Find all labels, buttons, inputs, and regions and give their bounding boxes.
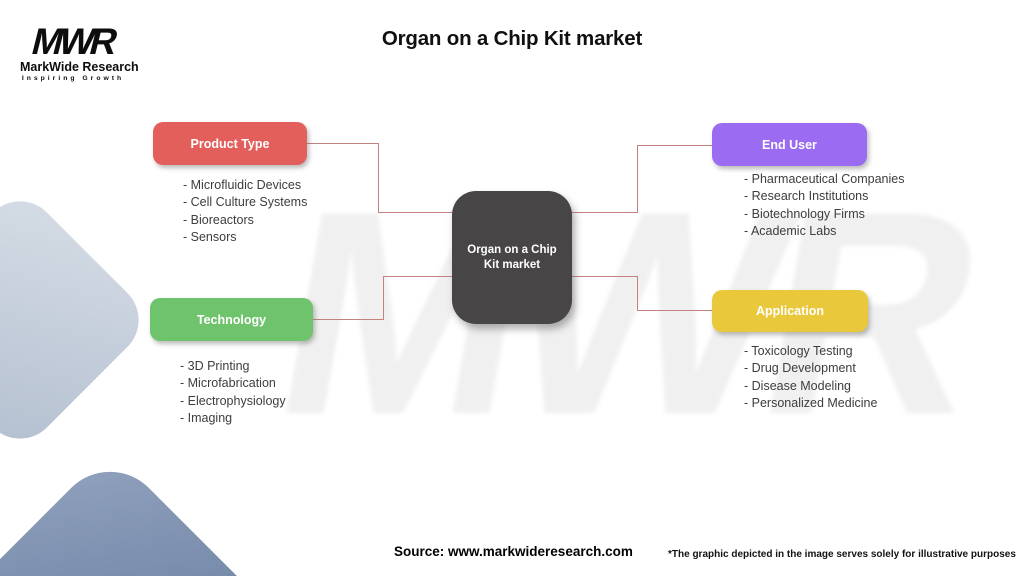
connector-end-user	[572, 212, 637, 213]
list-item: - Imaging	[180, 411, 233, 426]
list-item: - Drug Development	[744, 361, 856, 376]
category-box-end-user: End User	[712, 123, 867, 166]
connector-technology	[383, 276, 452, 277]
logo-name: MarkWide Research	[20, 60, 139, 74]
list-item: - Toxicology Testing	[744, 344, 853, 358]
list-item: - Electrophysiology	[180, 393, 286, 408]
connector-end-user	[637, 145, 712, 146]
list-item: - Pharmaceutical Companies	[744, 172, 905, 186]
item-list-application: - Toxicology Testing - Drug Development - …	[744, 343, 877, 413]
list-item: - Disease Modeling	[744, 378, 851, 393]
list-item: - Microfluidic Devices	[183, 178, 302, 192]
center-node: Organ on a Chip Kit market	[452, 191, 572, 324]
list-item: - Research Institutions	[744, 189, 869, 204]
logo: MWR MarkWide Research Inspiring Growth	[20, 21, 139, 82]
category-box-technology: Technology	[150, 298, 313, 341]
connector-product-type	[307, 143, 378, 144]
list-item: - 3D Printing	[180, 359, 250, 373]
category-box-product-type: Product Type	[153, 122, 307, 165]
list-item: - Microfabrication	[180, 376, 276, 391]
connector-end-user	[637, 145, 638, 213]
corner-diamond-dark	[0, 449, 301, 576]
category-box-application: Application	[712, 290, 868, 332]
list-item: - Academic Labs	[744, 224, 837, 239]
connector-application	[572, 276, 637, 277]
list-item: - Personalized Medicine	[744, 396, 878, 411]
connector-technology	[383, 276, 384, 320]
corner-diamond-light	[0, 185, 155, 455]
list-item: - Cell Culture Systems	[183, 195, 308, 210]
connector-product-type	[378, 212, 452, 213]
connector-technology	[313, 319, 383, 320]
item-list-end-user: - Pharmaceutical Companies - Research Ins…	[744, 171, 905, 241]
connector-product-type	[378, 143, 379, 213]
list-item: - Sensors	[183, 230, 237, 245]
disclaimer-text: *The graphic depicted in the image serve…	[668, 549, 1016, 560]
source-text: Source: www.markwideresearch.com	[394, 544, 633, 559]
item-list-technology: - 3D Printing - Microfabrication - Electro…	[180, 358, 286, 428]
item-list-product-type: - Microfluidic Devices - Cell Culture Sys…	[183, 177, 307, 247]
logo-tagline: Inspiring Growth	[21, 75, 125, 82]
page-title: Organ on a Chip Kit market	[381, 27, 643, 50]
list-item: - Bioreactors	[183, 212, 254, 227]
connector-application	[637, 310, 712, 311]
connector-application	[637, 276, 638, 311]
list-item: - Biotechnology Firms	[744, 206, 865, 221]
